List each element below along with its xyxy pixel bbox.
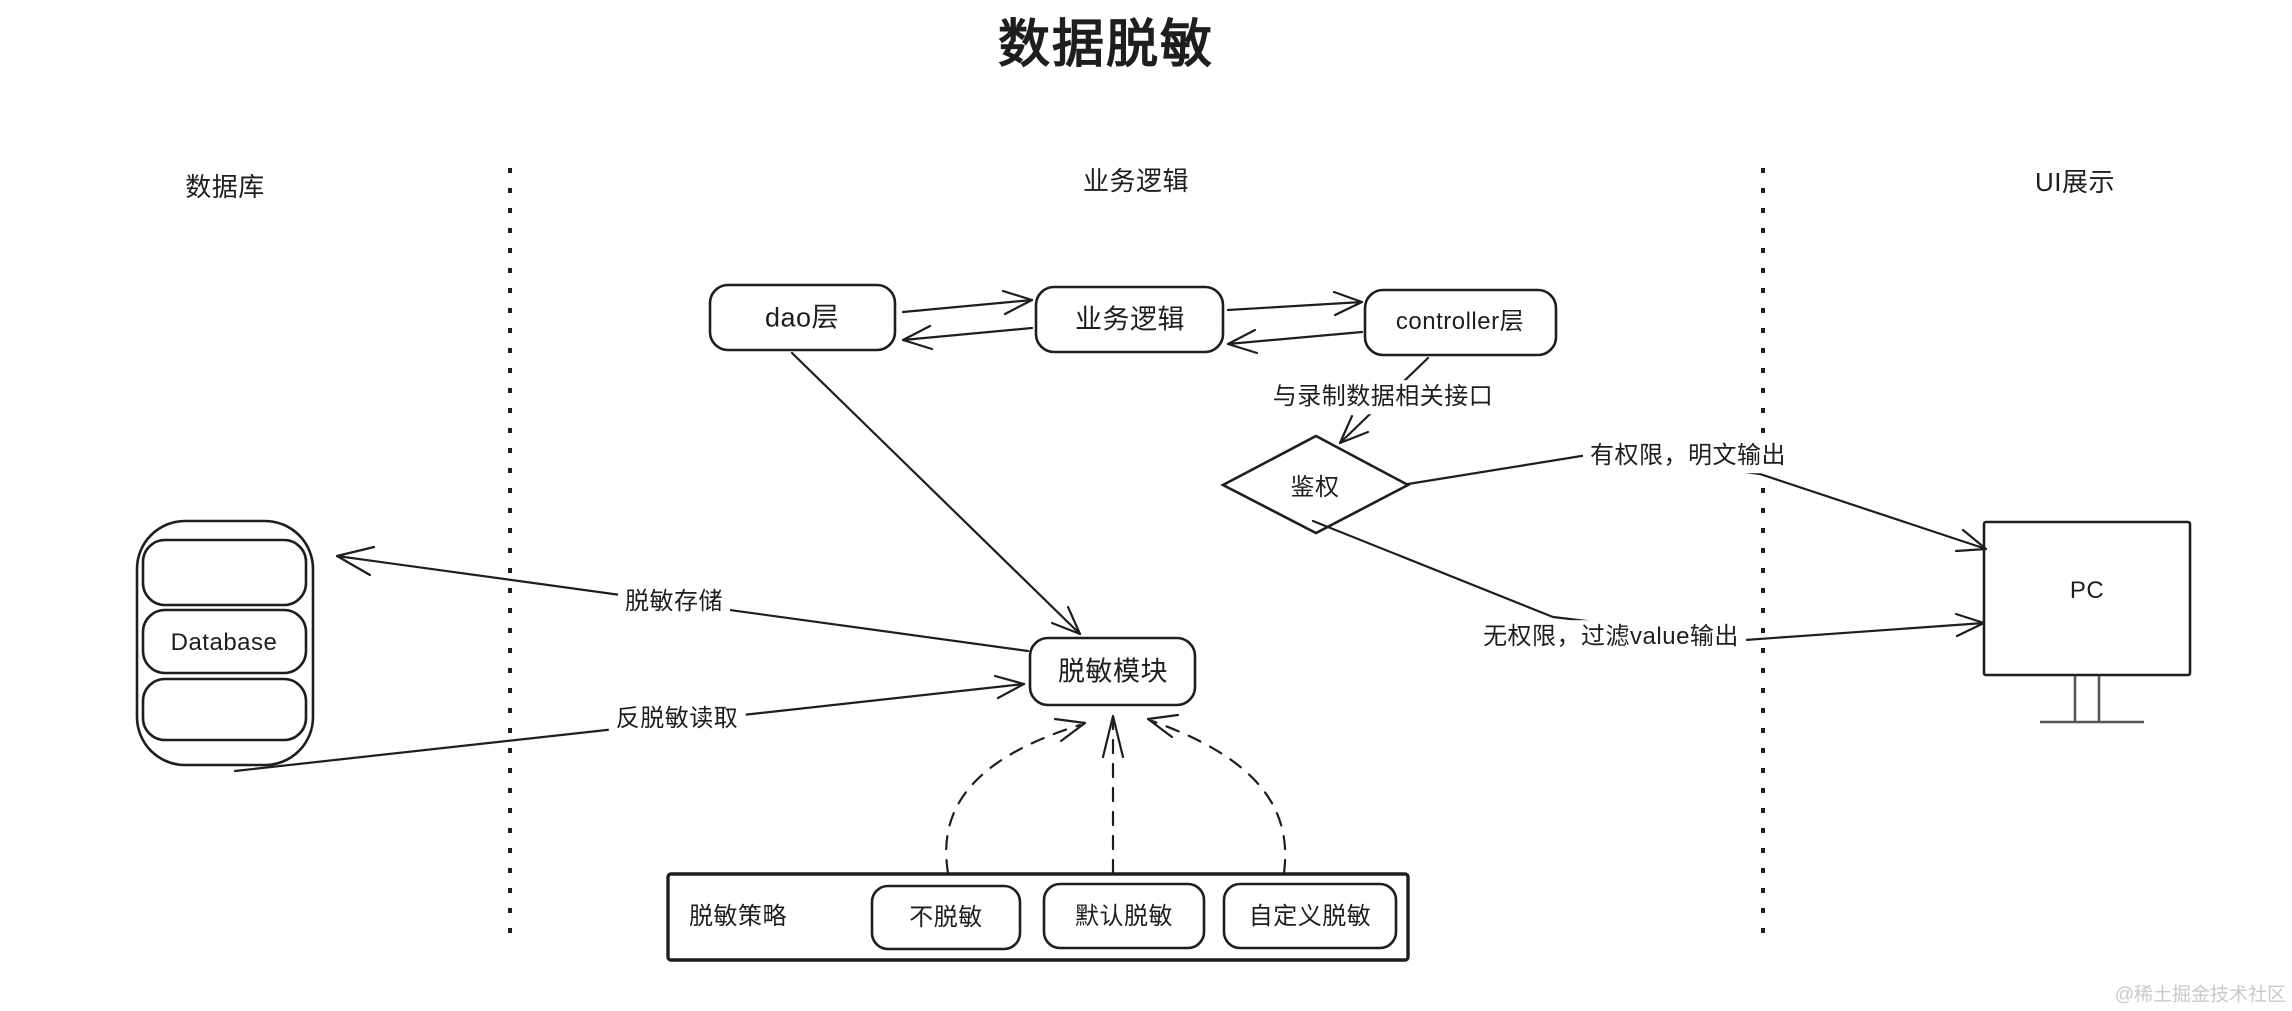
edge-label-granted: 有权限，明文输出	[1583, 439, 1793, 473]
edge-label-unmask-read: 反脱敏读取	[608, 702, 746, 736]
page-title: 数据脱敏	[997, 16, 1215, 75]
section-label-ui: UI展示	[2034, 167, 2116, 198]
default-masking-box	[1042, 882, 1206, 950]
custom-masking-label: 自定义脱敏	[1248, 903, 1372, 931]
edges	[233, 298, 1988, 875]
controller-box	[1363, 288, 1558, 357]
strategy-label: 脱敏策略	[689, 903, 787, 931]
edge-custom-masking-to-module	[1150, 719, 1287, 875]
pc-monitor-shape	[1982, 520, 2192, 724]
database-label: Database	[170, 629, 278, 657]
custom-masking-box	[1222, 882, 1398, 950]
pc-label: PC	[2069, 577, 2105, 605]
default-masking-label: 默认脱敏	[1075, 903, 1173, 931]
masking-module-box	[1028, 636, 1197, 707]
edge-controller-to-business-bottom	[1226, 330, 1364, 346]
arrowheads	[335, 289, 1988, 759]
masking-module-label: 脱敏模块	[1058, 656, 1168, 687]
no-masking-label: 不脱敏	[909, 904, 983, 932]
business-logic-box-label: 业务逻辑	[1075, 304, 1185, 335]
edge-business-to-dao-bottom	[901, 326, 1034, 342]
auth-diamond-label: 鉴权	[1290, 474, 1340, 502]
controller-box-label: controller层	[1395, 308, 1525, 336]
edge-dao-to-business-top	[901, 298, 1034, 314]
watermark: @稀土掘金技术社区	[2114, 984, 2286, 1006]
edge-business-to-controller-top	[1226, 300, 1364, 312]
strategy-container	[666, 872, 1410, 962]
edge-label-masked-store: 脱敏存储	[618, 585, 730, 619]
edge-dao-to-masking-module	[790, 351, 1082, 636]
auth-diamond	[1220, 434, 1411, 535]
section-label-business: 业务逻辑	[1082, 166, 1190, 197]
edge-label-record-api: 与录制数据相关接口	[1265, 380, 1501, 414]
database-shape	[135, 519, 315, 767]
section-label-database: 数据库	[185, 172, 265, 203]
edge-label-denied: 无权限，过滤value输出	[1476, 620, 1746, 654]
dao-box	[708, 283, 897, 352]
dao-box-label: dao层	[764, 302, 840, 333]
no-masking-box	[870, 884, 1022, 951]
edge-no-masking-to-module	[945, 723, 1082, 875]
business-logic-box	[1034, 285, 1225, 354]
